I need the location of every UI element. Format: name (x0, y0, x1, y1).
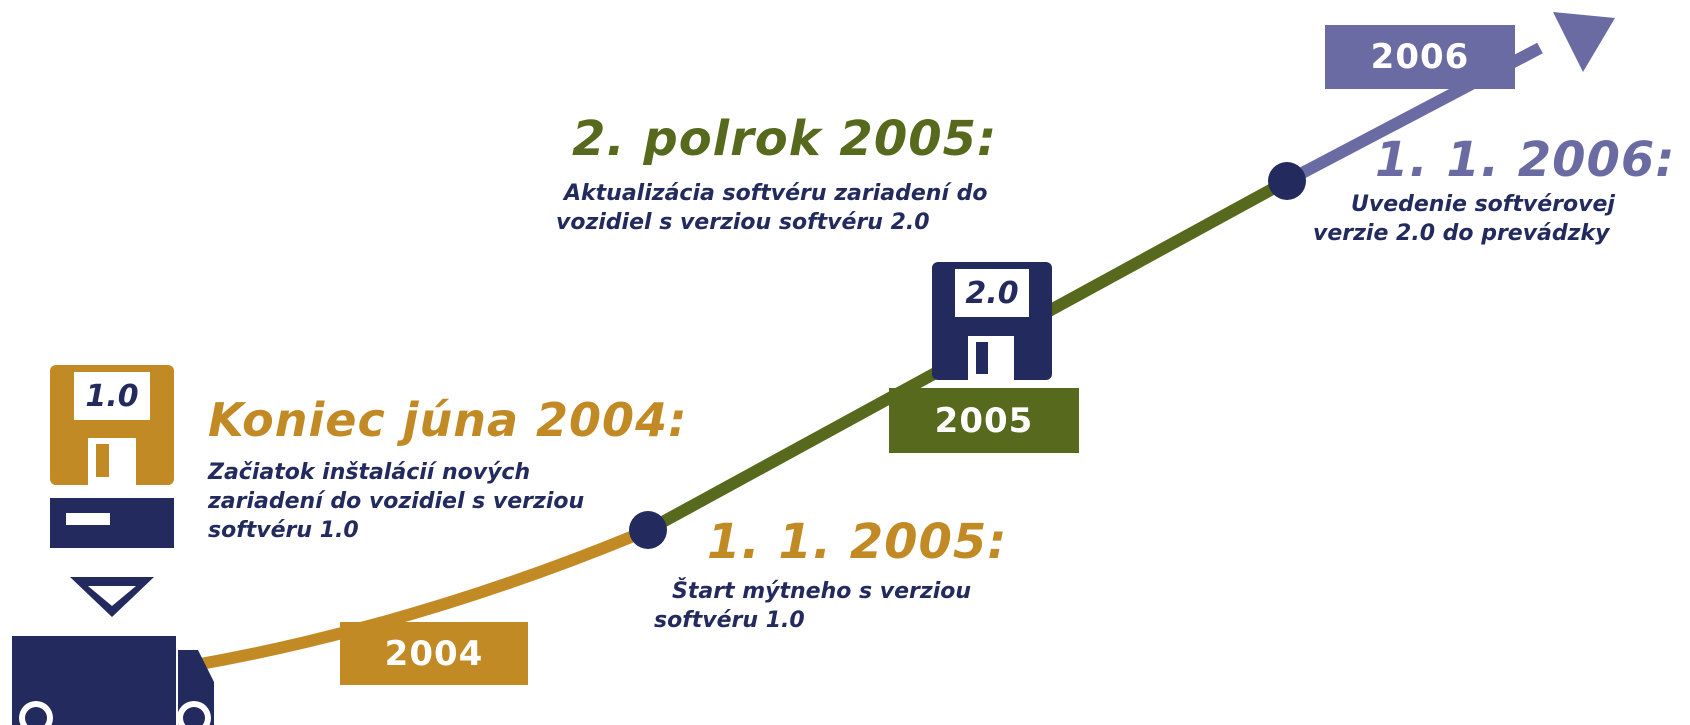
year-box-2005: 2005 (889, 388, 1079, 453)
floppy-disk-icon (50, 365, 174, 485)
truck-icon (12, 636, 214, 725)
arrow-head-icon (1553, 12, 1615, 72)
milestone-heading-june-2004: Koniec júna 2004: (208, 393, 688, 447)
down-arrow-icon (70, 577, 154, 617)
floppy-disk-icon (932, 262, 1052, 380)
description-line: Začiatok inštalácií nových (208, 460, 531, 485)
milestone-description-jan-2006: Uvedenie softvérovej verzie 2.0 do prevá… (1313, 190, 1615, 248)
description-line: Štart mýtneho s verziou (672, 579, 972, 604)
description-line: vozidiel s verziou softvéru 2.0 (556, 210, 930, 235)
description-line: verzie 2.0 do prevádzky (1313, 221, 1610, 246)
milestone-heading-jan-2006: 1. 1. 2006: (1375, 132, 1676, 188)
milestone-heading-h2-2005: 2. polrok 2005: (572, 111, 998, 167)
milestone-heading-jan-2005: 1. 1. 2005: (707, 514, 1008, 570)
milestone-dot-2005 (629, 511, 667, 549)
milestone-description-h2-2005: Aktualizácia softvéru zariadení do vozid… (556, 179, 988, 237)
milestone-description-jan-2005: Štart mýtneho s verziou softvéru 1.0 (654, 577, 971, 635)
year-box-2004: 2004 (340, 622, 528, 685)
disk-version-label: 2.0 (965, 275, 1019, 311)
device-unit-icon (50, 498, 174, 548)
description-line: zariadení do vozidiel s verziou (208, 489, 585, 514)
description-line: Aktualizácia softvéru zariadení do (564, 181, 988, 206)
timeline-segment-2004 (193, 524, 651, 671)
disk-version-label: 1.0 (85, 378, 139, 414)
year-box-2006: 2006 (1325, 25, 1515, 89)
description-line: softvéru 1.0 (208, 518, 359, 543)
milestone-description-june-2004: Začiatok inštalácií nových zariadení do … (208, 458, 584, 545)
description-line: softvéru 1.0 (654, 608, 805, 633)
milestone-dot-2006 (1268, 162, 1306, 200)
description-line: Uvedenie softvérovej (1351, 192, 1615, 217)
